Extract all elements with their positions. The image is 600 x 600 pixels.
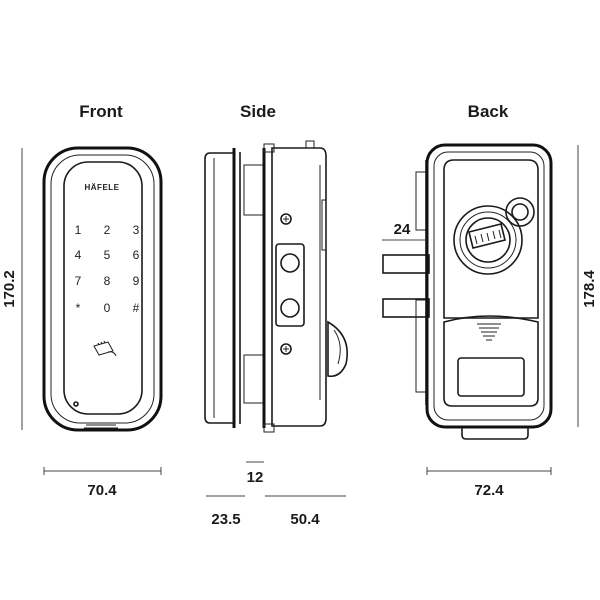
back-offset-label: 24 (394, 221, 411, 238)
front-height-dimension: 170.2 (1, 148, 23, 430)
back-post-top (382, 254, 430, 274)
side-left-dimension: 23.5 (206, 495, 245, 528)
side-small-dimension: 12 (246, 461, 264, 486)
key-4: 4 (75, 248, 82, 262)
key-star: * (76, 301, 81, 315)
back-width-label: 72.4 (474, 482, 504, 499)
front-width-dimension: 70.4 (43, 467, 162, 499)
side-left-label: 23.5 (211, 511, 240, 528)
back-vent-lines (477, 323, 501, 341)
front-keypad-panel (63, 161, 143, 415)
back-offset-dimension: 24 (382, 221, 426, 241)
key-2: 2 (104, 223, 111, 237)
back-battery-window (457, 357, 525, 397)
front-inner-rim (50, 154, 155, 424)
front-bottom-latch (84, 424, 118, 429)
back-outer-body (425, 143, 553, 429)
back-key-cylinder (505, 197, 535, 227)
back-upper-panel (443, 159, 539, 319)
side-small-label: 12 (247, 469, 264, 486)
side-front-plate (204, 152, 235, 424)
side-screw-top-icon (280, 213, 292, 225)
front-view: HÄFELE 1 2 3 4 5 6 7 8 9 * 0 # (42, 146, 163, 432)
back-thumb-turn-ring (453, 205, 523, 275)
key-hash: # (133, 301, 140, 315)
side-screw-bottom-icon (280, 343, 292, 355)
side-view (204, 140, 348, 433)
back-view (382, 143, 553, 440)
card-reader-icon (93, 340, 117, 357)
back-width-dimension: 72.4 (426, 467, 552, 499)
key-8: 8 (104, 274, 111, 288)
front-width-label: 70.4 (87, 482, 117, 499)
back-battery-cover (443, 315, 539, 407)
front-height-label: 170.2 (1, 270, 18, 308)
back-thumb-turn-grip (468, 223, 506, 249)
side-view-title: Side (240, 102, 276, 121)
back-height-dimension: 178.4 (577, 145, 598, 427)
back-bottom-latch (461, 427, 529, 440)
side-right-dimension: 50.4 (265, 495, 346, 528)
key-7: 7 (75, 274, 82, 288)
side-back-body (271, 147, 327, 427)
front-outer-body (42, 146, 163, 432)
key-0: 0 (104, 301, 111, 315)
front-view-title: Front (79, 102, 123, 121)
key-9: 9 (133, 274, 140, 288)
brand-logo: HÄFELE (85, 183, 120, 192)
key-5: 5 (104, 248, 111, 262)
key-1: 1 (75, 223, 82, 237)
status-led (73, 401, 79, 407)
side-right-label: 50.4 (290, 511, 320, 528)
back-post-bottom (382, 298, 430, 318)
back-view-title: Back (468, 102, 509, 121)
side-thumb-knob (327, 320, 348, 378)
back-height-label: 178.4 (581, 270, 598, 308)
side-mounting-plate (275, 243, 305, 327)
key-6: 6 (133, 248, 140, 262)
key-3: 3 (133, 223, 140, 237)
